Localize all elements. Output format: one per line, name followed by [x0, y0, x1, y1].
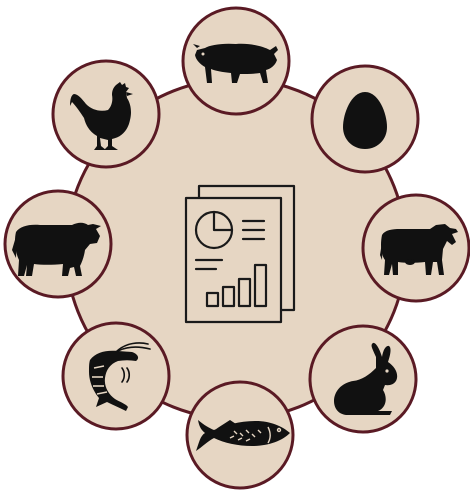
rabbit-icon — [334, 342, 398, 415]
shrimp-circle — [61, 321, 171, 431]
egg-icon — [343, 92, 387, 149]
rooster-icon — [70, 82, 133, 150]
shrimp-icon — [89, 342, 151, 411]
dairy-cow-icon — [380, 224, 458, 275]
report-document-icon — [184, 184, 296, 324]
pig-icon — [193, 43, 278, 83]
beef-cattle-icon — [12, 222, 101, 276]
fish-icon — [196, 420, 290, 451]
